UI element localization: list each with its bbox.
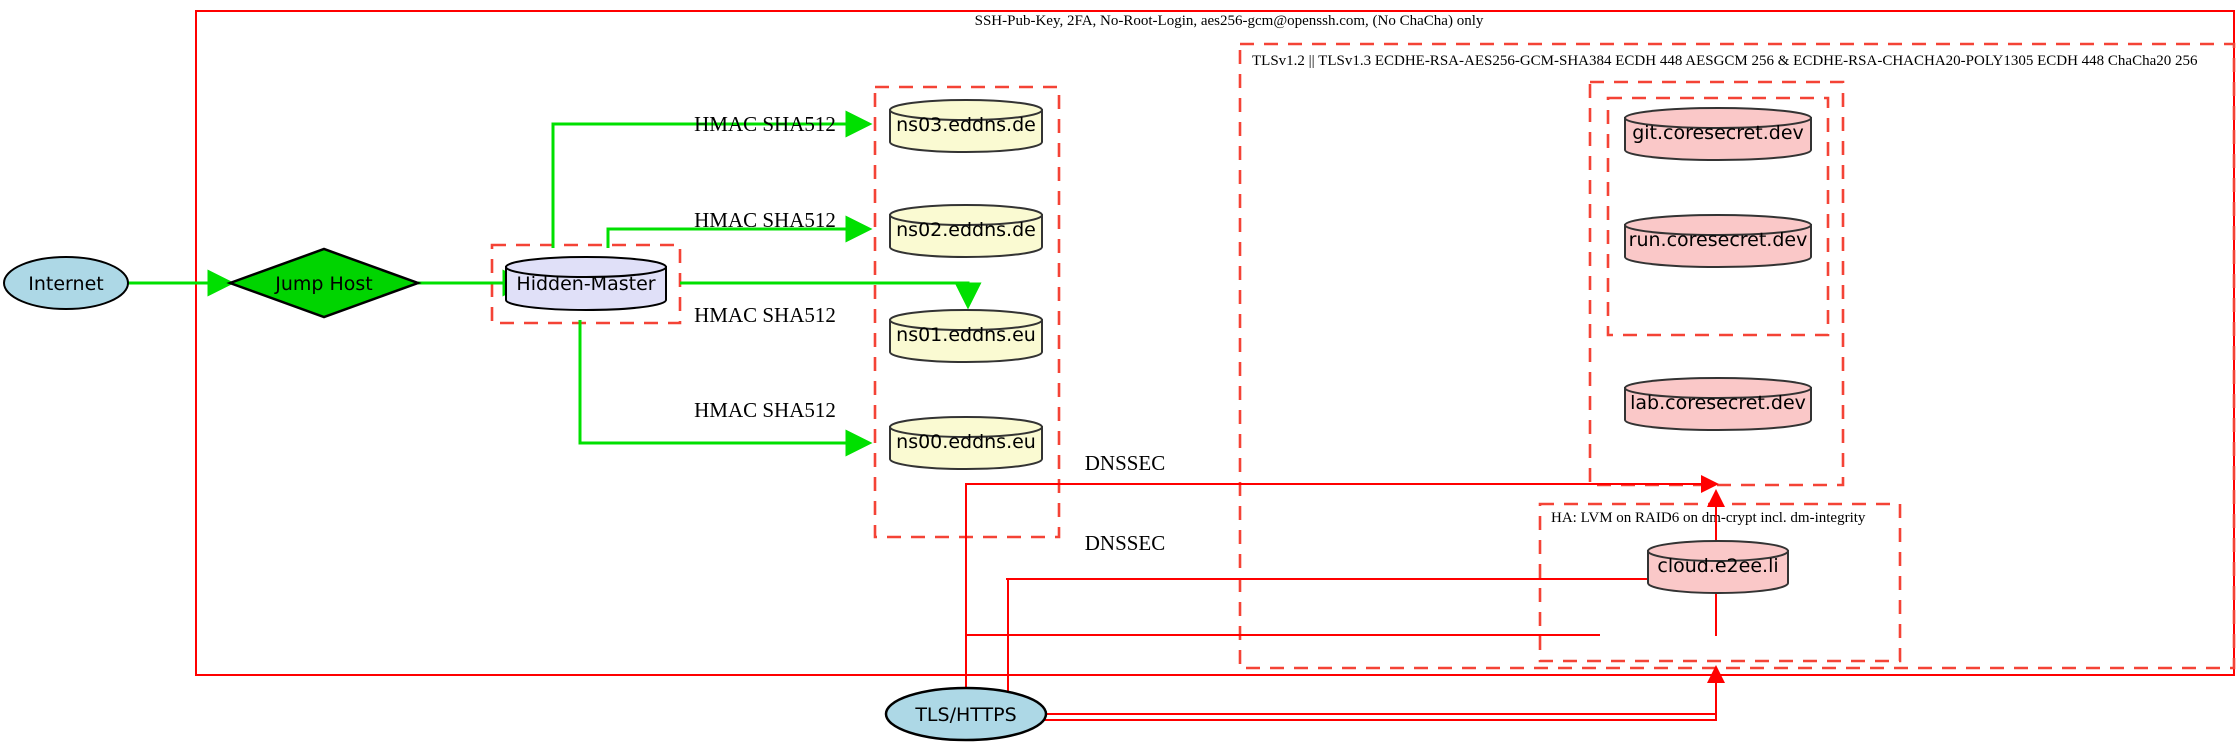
node-internet[interactable]: Internet bbox=[3, 256, 129, 310]
node-tls-https-label: TLS/HTTPS bbox=[914, 704, 1016, 726]
boundary-ssh-zone-label: SSH-Pub-Key, 2FA, No-Root-Login, aes256-… bbox=[975, 13, 1484, 29]
node-lab-coresecret[interactable]: lab.coresecret.dev bbox=[1624, 377, 1812, 431]
boundary-ha-zone-label: HA: LVM on RAID6 on dm-crypt incl. dm-in… bbox=[1551, 510, 1866, 526]
node-tls-https-shape bbox=[884, 686, 1048, 742]
node-hidden-master[interactable]: Hidden-Master bbox=[505, 256, 667, 311]
boundary-coresecret-inner-zone bbox=[1606, 96, 1830, 337]
node-run-coresecret-body bbox=[1624, 224, 1812, 268]
node-ns01-label: ns01.eddns.eu bbox=[896, 324, 1036, 346]
node-lab-coresecret-body bbox=[1624, 387, 1812, 431]
node-git-coresecret-body bbox=[1624, 117, 1812, 161]
boundary-ssh-zone bbox=[195, 10, 2235, 676]
node-cloud-e2ee-body bbox=[1647, 550, 1789, 594]
edge-dnssec-to-ha bbox=[1006, 578, 1716, 580]
edge-label-hmac-ns03: HMAC SHA512 bbox=[694, 112, 836, 136]
node-tls-https[interactable]: TLS/HTTPS bbox=[884, 686, 1048, 742]
node-cloud-e2ee[interactable]: cloud.e2ee.li bbox=[1647, 540, 1789, 594]
boundary-coresecret-outer-zone bbox=[1588, 80, 1845, 487]
node-run-coresecret[interactable]: run.coresecret.dev bbox=[1624, 214, 1812, 268]
node-jump-host-label: Jump Host bbox=[274, 273, 373, 295]
node-git-coresecret[interactable]: git.coresecret.dev bbox=[1624, 107, 1812, 161]
node-ns00[interactable]: ns00.eddns.eu bbox=[889, 416, 1043, 470]
node-ns00-body bbox=[889, 426, 1043, 470]
node-ns02[interactable]: ns02.eddns.de bbox=[889, 204, 1043, 258]
node-hidden-master-body bbox=[505, 266, 667, 311]
node-lab-coresecret-top bbox=[1624, 377, 1812, 399]
node-ns03-top bbox=[889, 99, 1043, 121]
edge-hidden-master-to-ns00 bbox=[578, 320, 873, 457]
node-ns02-body bbox=[889, 214, 1043, 258]
node-ns03-label: ns03.eddns.de bbox=[896, 114, 1036, 136]
node-ns00-label: ns00.eddns.eu bbox=[896, 431, 1036, 453]
node-cloud-e2ee-top bbox=[1647, 540, 1789, 562]
node-ns01-top bbox=[889, 309, 1043, 331]
node-hidden-master-label: Hidden-Master bbox=[516, 273, 655, 295]
node-jump-host[interactable]: Jump Host bbox=[226, 247, 422, 319]
edge-label-hmac-ns02: HMAC SHA512 bbox=[694, 208, 836, 232]
node-jump-host-shape bbox=[226, 247, 422, 319]
node-lab-coresecret-label: lab.coresecret.dev bbox=[1630, 392, 1806, 414]
node-ns01[interactable]: ns01.eddns.eu bbox=[889, 309, 1043, 363]
edge-hidden-master-to-ns01 bbox=[680, 281, 982, 310]
edge-dnssec-to-coresecret-riser bbox=[965, 484, 1600, 636]
boundary-tls-zone bbox=[1238, 42, 2236, 670]
edge-label-dnssec-lower: DNSSEC bbox=[1085, 531, 1166, 555]
node-ns03-body bbox=[889, 109, 1043, 153]
node-run-coresecret-top bbox=[1624, 214, 1812, 236]
edge-hidden-master-to-ns03 bbox=[551, 110, 873, 248]
node-run-coresecret-label: run.coresecret.dev bbox=[1629, 229, 1808, 251]
edge-label-hmac-ns00: HMAC SHA512 bbox=[694, 398, 836, 422]
node-git-coresecret-top bbox=[1624, 107, 1812, 129]
node-internet-shape bbox=[3, 256, 129, 310]
node-ns02-top bbox=[889, 204, 1043, 226]
edge-hidden-master-to-ns02 bbox=[606, 215, 873, 248]
node-git-coresecret-label: git.coresecret.dev bbox=[1632, 122, 1804, 144]
edge-dnssec-to-coresecret bbox=[965, 475, 1719, 493]
edge-dnssec-to-ha-arrow bbox=[1007, 579, 1725, 721]
node-cloud-e2ee-label: cloud.e2ee.li bbox=[1657, 555, 1778, 577]
boundary-tls-zone-label: TLSv1.2 || TLSv1.3 ECDHE-RSA-AES256-GCM-… bbox=[1252, 53, 2198, 69]
edge-label-hmac-ns01: HMAC SHA512 bbox=[694, 303, 836, 327]
node-ns02-label: ns02.eddns.de bbox=[896, 219, 1036, 241]
node-ns01-body bbox=[889, 319, 1043, 363]
node-internet-label: Internet bbox=[28, 273, 103, 295]
node-ns03[interactable]: ns03.eddns.de bbox=[889, 99, 1043, 153]
node-ns00-top bbox=[889, 416, 1043, 438]
node-hidden-master-top bbox=[505, 256, 667, 278]
edge-label-dnssec-upper: DNSSEC bbox=[1085, 451, 1166, 475]
